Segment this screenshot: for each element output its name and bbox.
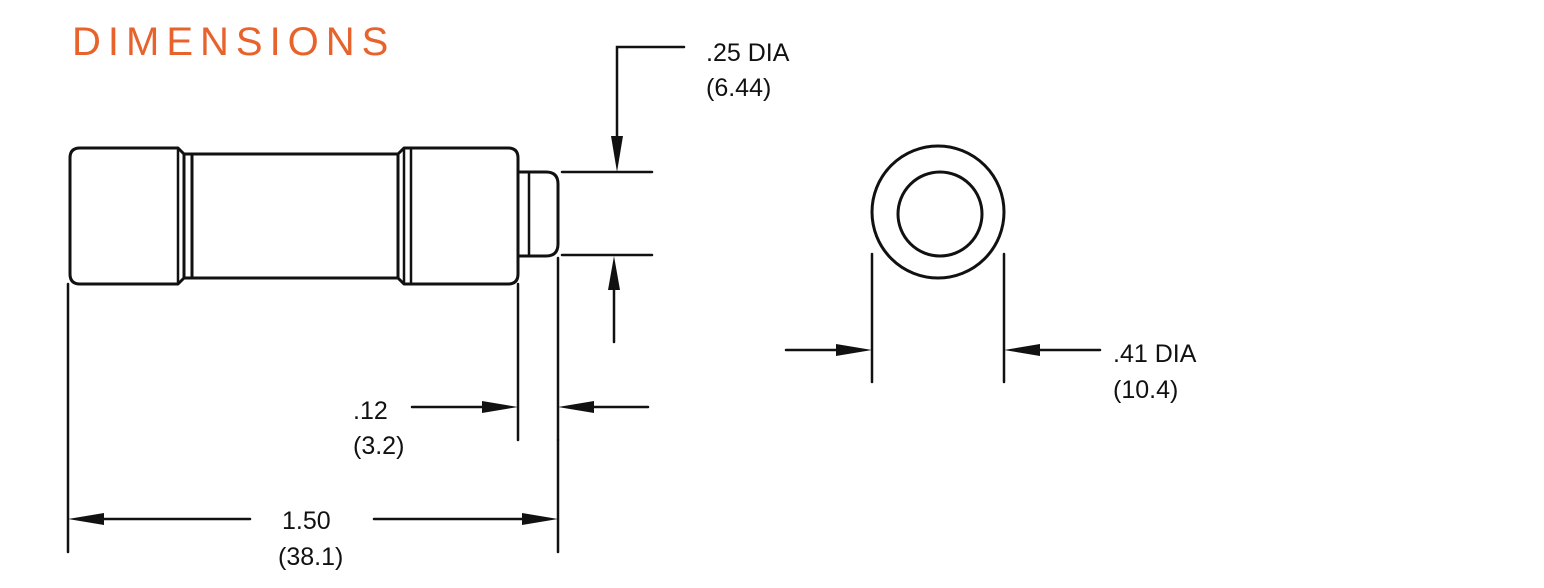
fuse-body <box>182 152 400 280</box>
arrowhead-left <box>68 513 104 525</box>
arrowhead-left <box>1004 344 1040 356</box>
right-end-cap <box>396 146 520 286</box>
dimension-terminal-length: .12 (3.2) <box>353 256 650 460</box>
left-end-cap <box>68 146 186 286</box>
leader-line-top <box>615 45 686 142</box>
dimension-overall-length: 1.50 (38.1) <box>66 282 560 571</box>
outer-circle <box>870 144 1006 280</box>
terminal-length-inch-label: .12 <box>353 397 388 425</box>
body-diameter-mm-label: (10.4) <box>1113 376 1178 404</box>
dimension-body-diameter: .41 DIA (10.4) <box>784 252 1197 404</box>
cap-diameter-inch-label: .25 DIA <box>706 39 790 67</box>
arrowhead-right <box>522 513 558 525</box>
cap-diameter-mm-label: (6.44) <box>706 74 771 102</box>
fuse-end-view <box>870 144 1006 280</box>
page-title: DIMENSIONS <box>72 20 396 64</box>
terminal-length-mm-label: (3.2) <box>353 432 404 460</box>
arrowhead-down <box>611 136 623 172</box>
terminal-tip <box>516 170 560 258</box>
fuse-side-view <box>68 146 560 286</box>
arrowhead-left <box>558 401 594 413</box>
dimension-cap-diameter: .25 DIA (6.44) <box>560 39 790 344</box>
inner-circle <box>896 170 984 258</box>
arrowhead-right <box>482 401 518 413</box>
overall-length-mm-label: (38.1) <box>278 543 343 571</box>
overall-length-inch-label: 1.50 <box>282 507 331 535</box>
arrowhead-up <box>608 256 620 290</box>
arrowhead-right <box>836 344 872 356</box>
body-diameter-inch-label: .41 DIA <box>1113 340 1197 368</box>
